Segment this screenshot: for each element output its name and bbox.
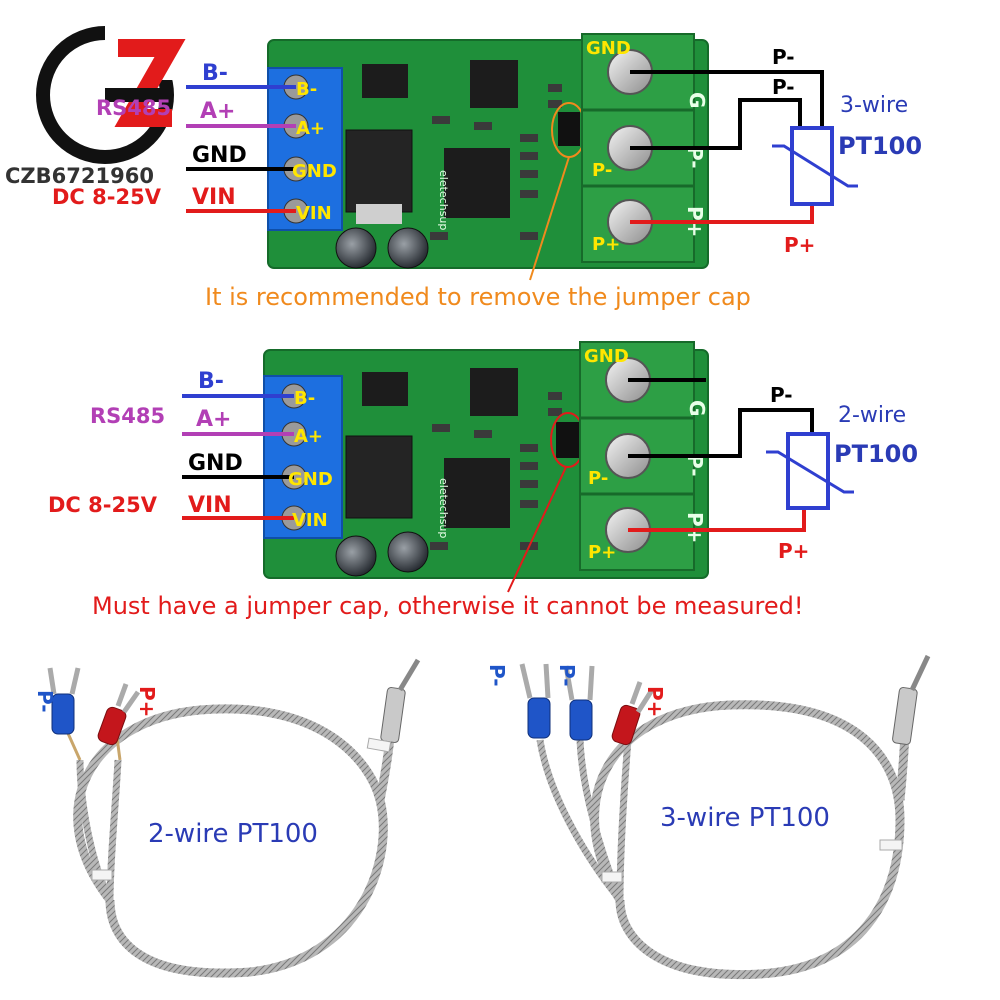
sensor-type-label: 2-wire [838,403,906,428]
wire-label-p-minus-1: P- [772,45,795,69]
capacitor [387,531,429,573]
terminal-label-gnd: GND [584,346,629,367]
probe-tip [892,687,918,745]
ic-chip [470,60,518,108]
terminal-blue [527,697,551,739]
ic-chip [444,458,510,528]
board-label-g: G [685,92,709,108]
voltage-regulator [345,435,413,519]
ic-chip [362,372,408,406]
pin-label-gnd: GND [292,161,337,182]
ic-chip [362,64,408,98]
jumper-cap [558,112,580,146]
sensor-name-label: PT100 [838,132,922,160]
pcb-brand-text: eletechsup [437,170,450,230]
label-rs485: RS485 [96,96,171,120]
label-b-minus: B- [198,369,224,394]
jumper-note: Must have a jumper cap, otherwise it can… [92,592,804,620]
probe-3-wire [519,654,931,980]
board-label-p-plus: P+ [683,512,707,543]
label-vin: VIN [188,493,232,518]
wire-label-p-plus: P+ [778,539,809,563]
probe-tip [380,687,406,743]
pin-label-a-plus: A+ [296,118,325,139]
bottom-panel: eletechsup B- RS485 A+ GND DC 8-25V VIN … [48,341,918,620]
terminal-label-p-plus: P+ [592,234,620,255]
label-a-plus: A+ [196,407,231,432]
pcb-brand-text: eletechsup [437,478,450,538]
pin-label-vin: VIN [296,203,332,224]
sensor-name-label: PT100 [834,440,918,468]
board-label-p-minus: P- [683,454,707,477]
label-rs485: RS485 [90,404,165,428]
probe-tag-p-minus: P- [555,664,579,687]
wire-p-minus-2 [630,98,802,150]
note-pointer [507,466,567,593]
terminal-red [611,704,641,746]
sensor-type-label: 3-wire [840,93,908,118]
wire-p-minus [628,408,814,458]
capacitor [335,535,377,577]
probe-tag-p-plus: P+ [643,686,667,717]
top-panel: eletechsup B- RS485 A+ GND DC 8-25V VIN … [52,33,922,311]
probe-caption-2-wire: 2-wire PT100 [148,819,318,849]
label-dc-range: DC 8-25V [48,493,158,517]
brand-logo: CZB6721960 [5,20,186,188]
pin-label-b-minus: B- [294,388,315,409]
terminal-label-p-plus: P+ [588,542,616,563]
pin-label-gnd: GND [288,469,333,490]
label-vin: VIN [192,185,236,210]
wire-label-p-minus-2: P- [772,75,795,99]
logo-watermark: CZB6721960 [5,164,154,188]
ic-chip [444,148,510,218]
board-label-p-minus: P- [683,146,707,169]
capacitor [387,227,429,269]
pt100-resistor-symbol [766,432,854,510]
jumper-note: It is recommended to remove the jumper c… [205,283,751,311]
probe-tag-p-plus: P+ [135,686,159,717]
note-pointer [529,156,570,281]
regulator-tab [356,204,402,224]
terminal-red [97,706,127,746]
terminal-blue [51,693,75,735]
terminal-blue [569,699,593,741]
wire-p-plus [628,508,806,532]
jumper-cap [556,422,580,458]
terminal-label-gnd: GND [586,38,631,59]
probe-tag-p-minus: P- [485,664,509,687]
board-label-g: G [685,400,709,416]
label-dc-range: DC 8-25V [52,185,162,209]
wire-p-minus-1 [630,70,824,128]
terminal-label-p-minus: P- [592,160,612,181]
pin-label-b-minus: B- [296,79,317,100]
probe-caption-3-wire: 3-wire PT100 [660,803,830,833]
label-a-plus: A+ [200,99,235,124]
voltage-regulator [345,129,413,213]
label-gnd: GND [188,451,243,476]
probe-2-wire [47,658,421,978]
label-b-minus: B- [202,61,228,86]
braided-cable [590,700,905,980]
pt100-resistor-symbol [772,126,858,206]
wire-p-plus [630,202,814,224]
wire-label-p-minus: P- [770,383,793,407]
pin-label-a-plus: A+ [294,426,323,447]
terminal-label-p-minus: P- [588,468,608,489]
capacitor [335,227,377,269]
probe-tag-p-minus: P- [33,690,57,713]
label-gnd: GND [192,143,247,168]
ic-chip [470,368,518,416]
pin-label-vin: VIN [292,510,328,531]
wire-label-p-plus: P+ [784,233,815,257]
